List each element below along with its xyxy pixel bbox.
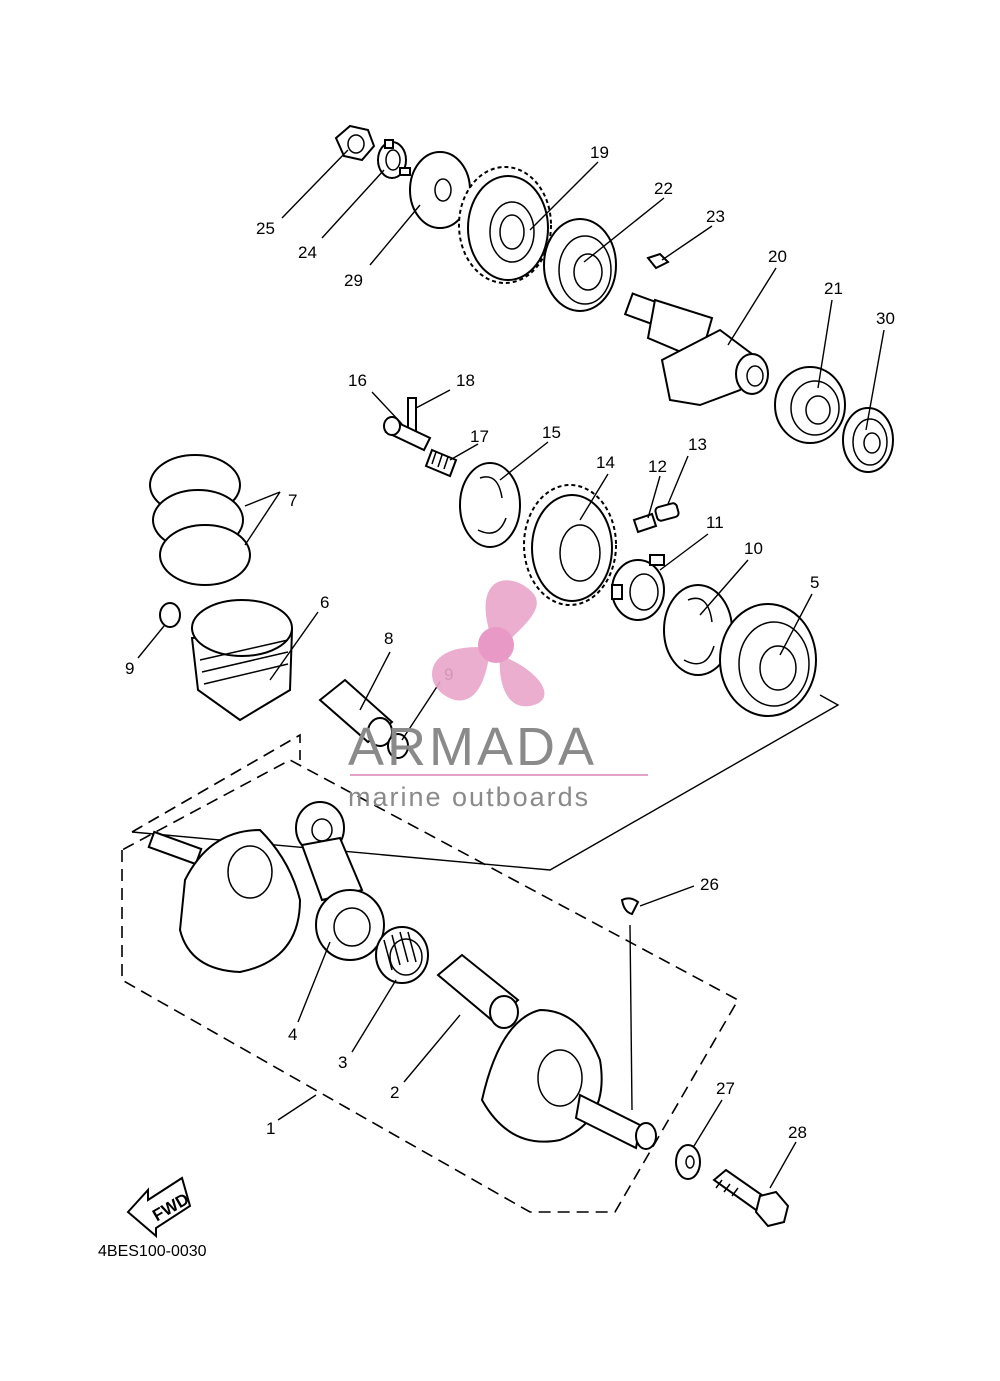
callout-12: 12 bbox=[648, 457, 667, 476]
bearing-part-22 bbox=[543, 218, 617, 312]
callout-26: 26 bbox=[700, 875, 719, 894]
fwd-arrow-icon: FWD bbox=[126, 1176, 192, 1239]
callout-10: 10 bbox=[744, 539, 763, 558]
callout-7: 7 bbox=[288, 491, 297, 510]
callout-30: 30 bbox=[876, 309, 895, 328]
part-number-labels: 1 2 3 4 5 6 7 8 9 9 10 11 12 13 14 15 16… bbox=[125, 143, 895, 1142]
callout-22: 22 bbox=[654, 179, 673, 198]
spring-part-12 bbox=[632, 512, 658, 534]
crankshaft-assembly-outline bbox=[121, 733, 740, 1213]
callout-13: 13 bbox=[688, 435, 707, 454]
gear-part-14 bbox=[523, 484, 617, 606]
callout-8: 8 bbox=[384, 629, 393, 648]
callout-4: 4 bbox=[288, 1025, 297, 1044]
callout-24: 24 bbox=[298, 243, 317, 262]
propeller-icon bbox=[432, 580, 545, 707]
circlip-part-9-right bbox=[387, 733, 409, 759]
watermark: ARMADA marine outboards bbox=[348, 580, 648, 812]
drawing-code: 4BES100-0030 bbox=[98, 1243, 207, 1260]
lock-washer-part-24 bbox=[377, 139, 411, 179]
balancer-shaft-part-20 bbox=[623, 292, 769, 407]
callout-1: 1 bbox=[266, 1119, 275, 1138]
circlip-part-9-left bbox=[159, 602, 181, 628]
hub-part-11 bbox=[611, 554, 665, 621]
balancer-drive-gear-part-19 bbox=[458, 166, 552, 284]
pin-part-16 bbox=[383, 416, 432, 452]
callout-27: 27 bbox=[716, 1079, 735, 1098]
key-part-23 bbox=[646, 252, 670, 270]
piston-part-6 bbox=[190, 599, 294, 722]
callout-18: 18 bbox=[456, 371, 475, 390]
nut-part-25 bbox=[334, 124, 376, 162]
callout-23: 23 bbox=[706, 207, 725, 226]
callout-25: 25 bbox=[256, 219, 275, 238]
callout-29: 29 bbox=[344, 271, 363, 290]
woodruff-key-part-26 bbox=[620, 897, 640, 1111]
crank-pin-part-2 bbox=[436, 953, 520, 1029]
callout-11: 11 bbox=[706, 513, 724, 532]
bolt-part-28 bbox=[712, 1168, 790, 1228]
crank-web-right bbox=[480, 1008, 657, 1150]
callout-6: 6 bbox=[320, 593, 329, 612]
bearing-part-5 bbox=[719, 603, 817, 717]
pin-part-13 bbox=[654, 502, 680, 522]
leader-lines bbox=[137, 149, 885, 1189]
watermark-brand: ARMADA bbox=[348, 717, 597, 777]
piston-rings-part-7 bbox=[149, 454, 251, 586]
spring-part-17 bbox=[424, 448, 458, 478]
callout-21: 21 bbox=[824, 279, 843, 298]
crank-web-left bbox=[147, 828, 302, 974]
callout-2: 2 bbox=[390, 1083, 399, 1102]
callout-20: 20 bbox=[768, 247, 787, 266]
washer-part-27 bbox=[675, 1144, 701, 1180]
connecting-rod-part-4 bbox=[295, 801, 385, 961]
callout-14: 14 bbox=[596, 453, 615, 472]
callout-9a: 9 bbox=[125, 659, 134, 678]
callout-19: 19 bbox=[590, 143, 609, 162]
piston-pin-part-8 bbox=[318, 678, 394, 747]
bearing-part-21 bbox=[774, 366, 846, 444]
callout-17: 17 bbox=[470, 427, 489, 446]
callout-16: 16 bbox=[348, 371, 367, 390]
callout-5: 5 bbox=[810, 573, 819, 592]
watermark-tagline: marine outboards bbox=[348, 782, 590, 812]
callout-28: 28 bbox=[788, 1123, 807, 1142]
plate-part-15 bbox=[459, 462, 521, 548]
needle-bearing-part-3 bbox=[375, 926, 429, 984]
callout-3: 3 bbox=[338, 1053, 347, 1072]
callout-15: 15 bbox=[542, 423, 561, 442]
bearing-part-30 bbox=[842, 407, 894, 473]
